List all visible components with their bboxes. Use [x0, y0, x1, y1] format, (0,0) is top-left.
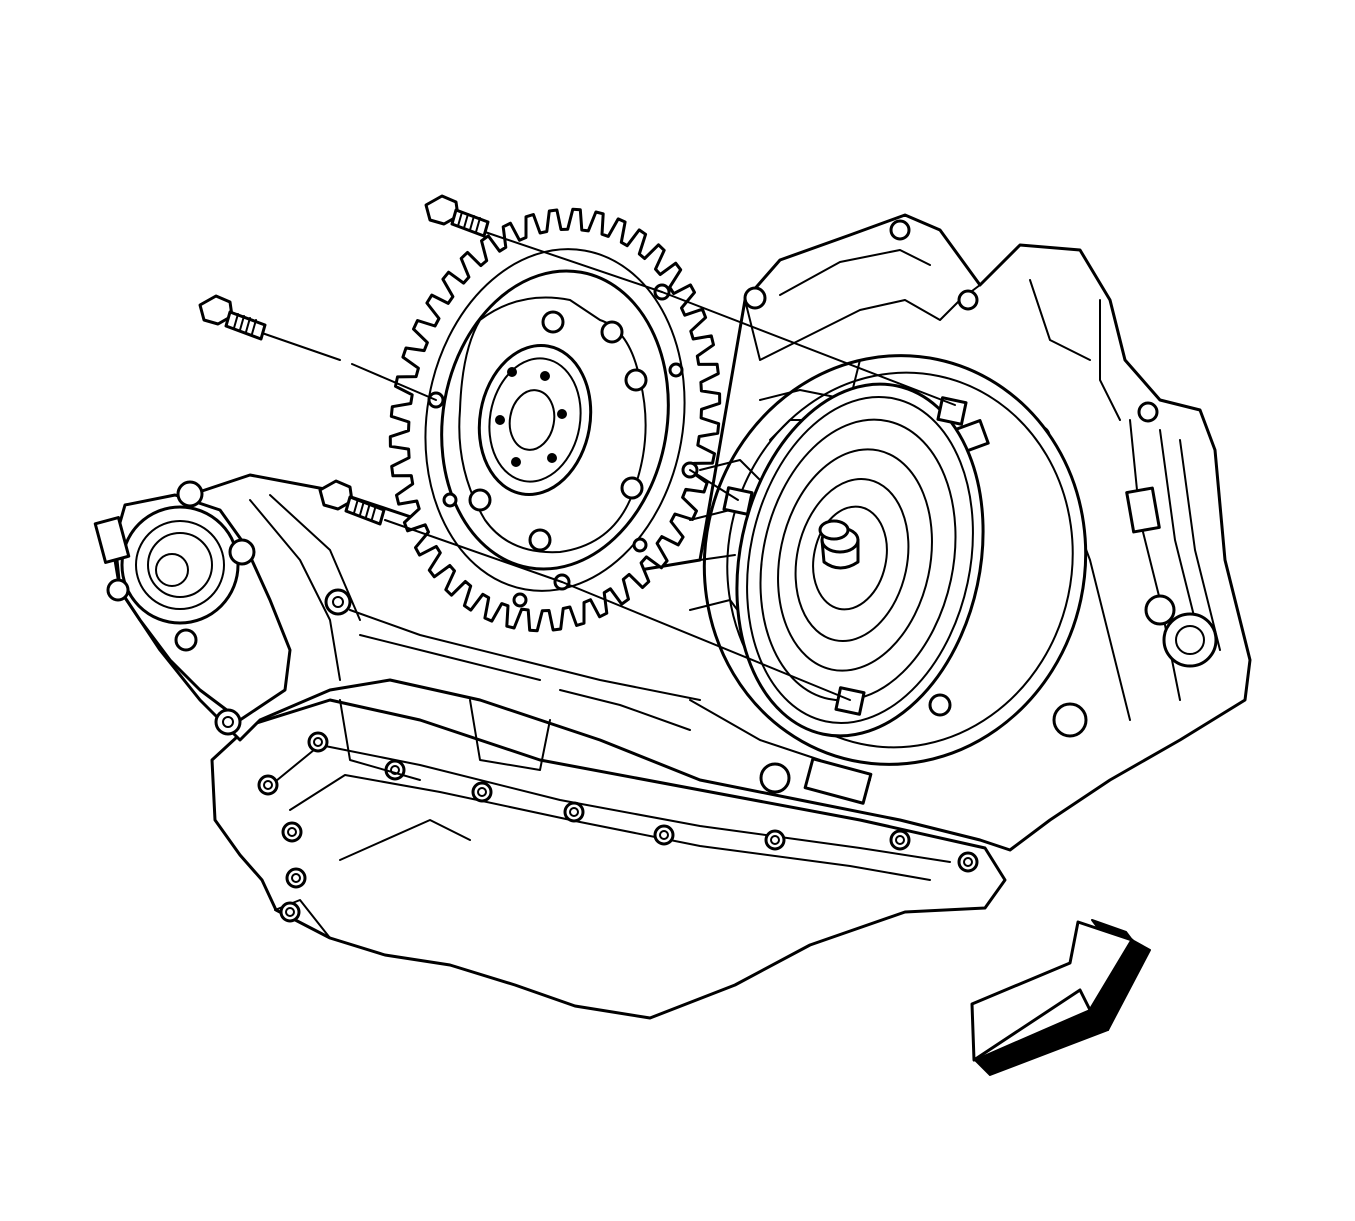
- flywheel-bolt-middle: [198, 294, 267, 341]
- alignment-lines: [261, 231, 956, 701]
- flywheel-bolt-bottom: [318, 479, 386, 526]
- torque-converter: [722, 382, 985, 738]
- flywheel: [388, 207, 722, 633]
- view-direction-arrow: [970, 919, 1151, 1076]
- pan-bolts: [257, 731, 979, 923]
- oil-pan: [210, 698, 1007, 1020]
- flywheel-bolt-top: [424, 194, 490, 238]
